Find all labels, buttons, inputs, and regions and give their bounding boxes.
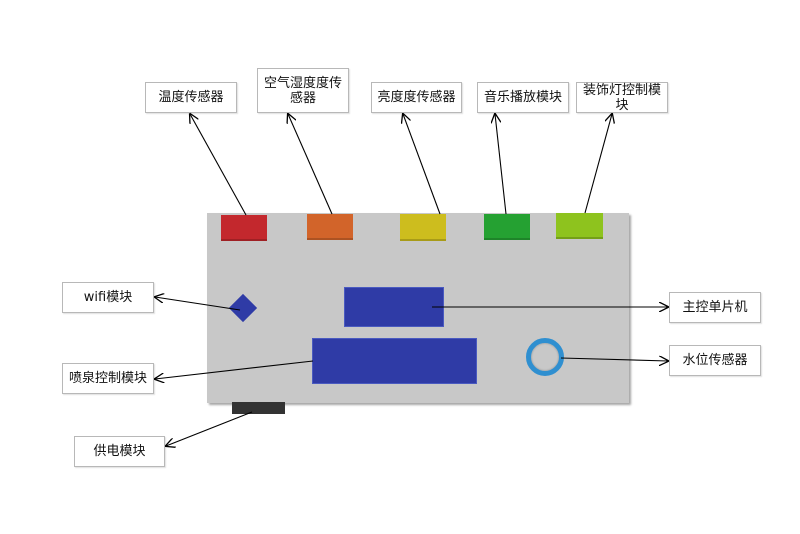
brightness-sensor-block: [400, 214, 446, 241]
mcu-label: 主控单片机: [669, 292, 761, 323]
wifi-module-label: wifi模块: [62, 282, 154, 313]
temperature-sensor-label: 温度传感器: [145, 82, 237, 113]
decor-light-module-block: [556, 213, 603, 239]
humidity-sensor-block: [307, 214, 353, 240]
arrow-humidity: [288, 114, 333, 215]
power-module-block: [232, 402, 285, 414]
water-level-sensor-label: 水位传感器: [669, 345, 761, 376]
arrow-decor-light: [584, 114, 612, 214]
air-humidity-sensor-label: 空气湿度度传感器: [257, 68, 349, 113]
music-module-label: 音乐播放模块: [477, 82, 569, 113]
arrow-brightness: [403, 114, 441, 215]
mcu-block: [344, 287, 444, 327]
arrow-power: [166, 411, 253, 446]
power-module-label: 供电模块: [74, 436, 165, 467]
decor-light-module-label: 装饰灯控制模块: [576, 82, 668, 113]
arrow-temperature: [190, 114, 247, 216]
fountain-module-label: 喷泉控制模块: [62, 363, 154, 394]
water-level-sensor-ring: [526, 338, 564, 376]
fountain-module-block: [312, 338, 477, 384]
music-module-block: [484, 214, 530, 240]
arrow-music: [495, 114, 507, 215]
brightness-sensor-label: 亮度度传感器: [371, 82, 462, 113]
temperature-sensor-block: [221, 215, 267, 241]
